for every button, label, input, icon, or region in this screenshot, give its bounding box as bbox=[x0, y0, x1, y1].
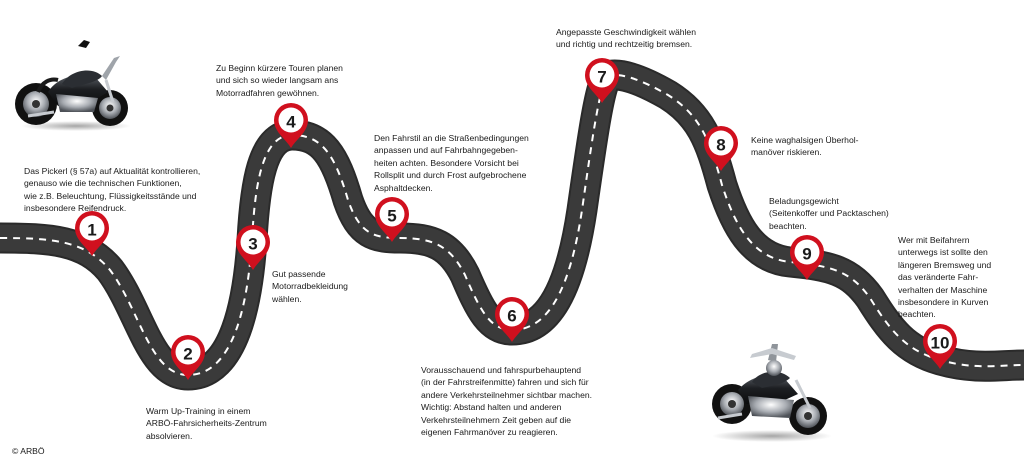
tip-text-8: Keine waghalsigen Überhol- manöver riski… bbox=[751, 135, 859, 158]
step-number-4: 4 bbox=[286, 113, 296, 132]
motorcycle-image-bottom-right bbox=[712, 344, 832, 442]
step-number-6: 6 bbox=[507, 307, 516, 326]
step-markers: 1 2 3 4 5 6 7 bbox=[75, 58, 957, 380]
tip-text-10: Wer mit Beifahrern unterwegs ist sollte … bbox=[898, 235, 992, 320]
step-marker-5: 5 bbox=[375, 197, 409, 242]
tip-text-5: Den Fahrstil an die Straßenbedingungen a… bbox=[374, 133, 529, 193]
step-marker-8: 8 bbox=[704, 126, 738, 171]
tip-text-7: Angepasste Geschwindigkeit wählen und ri… bbox=[556, 27, 696, 50]
tip-text-2: Warm Up-Training in einem ARBÖ-Fahrsiche… bbox=[146, 406, 267, 441]
motorcycle-image-top-left bbox=[15, 40, 131, 131]
tip-text-9: Beladungsgewicht (Seitenkoffer und Packt… bbox=[769, 196, 889, 231]
tip-text-6: Vorausschauend und fahrspurbehauptend (i… bbox=[421, 365, 593, 438]
tip-text-4: Zu Beginn kürzere Touren planen und sich… bbox=[216, 63, 343, 98]
step-marker-9: 9 bbox=[790, 235, 824, 280]
tip-text-3: Gut passende Motorradbekleidung wählen. bbox=[272, 269, 348, 304]
step-marker-1: 1 bbox=[75, 211, 109, 256]
step-number-5: 5 bbox=[387, 207, 396, 226]
step-marker-10: 10 bbox=[923, 324, 957, 369]
step-number-9: 9 bbox=[802, 245, 811, 264]
copyright: © ARBÖ bbox=[12, 446, 45, 456]
step-marker-3: 3 bbox=[236, 225, 270, 270]
step-number-10: 10 bbox=[931, 334, 950, 353]
step-marker-7: 7 bbox=[585, 58, 619, 103]
step-number-7: 7 bbox=[597, 68, 606, 87]
step-number-3: 3 bbox=[248, 235, 257, 254]
step-number-1: 1 bbox=[87, 221, 96, 240]
step-marker-4: 4 bbox=[274, 103, 308, 148]
step-number-8: 8 bbox=[716, 136, 725, 155]
step-marker-6: 6 bbox=[495, 297, 529, 342]
tip-text-1: Das Pickerl (§ 57a) auf Aktualität kontr… bbox=[24, 166, 201, 214]
step-marker-2: 2 bbox=[171, 335, 205, 380]
step-number-2: 2 bbox=[183, 345, 192, 364]
